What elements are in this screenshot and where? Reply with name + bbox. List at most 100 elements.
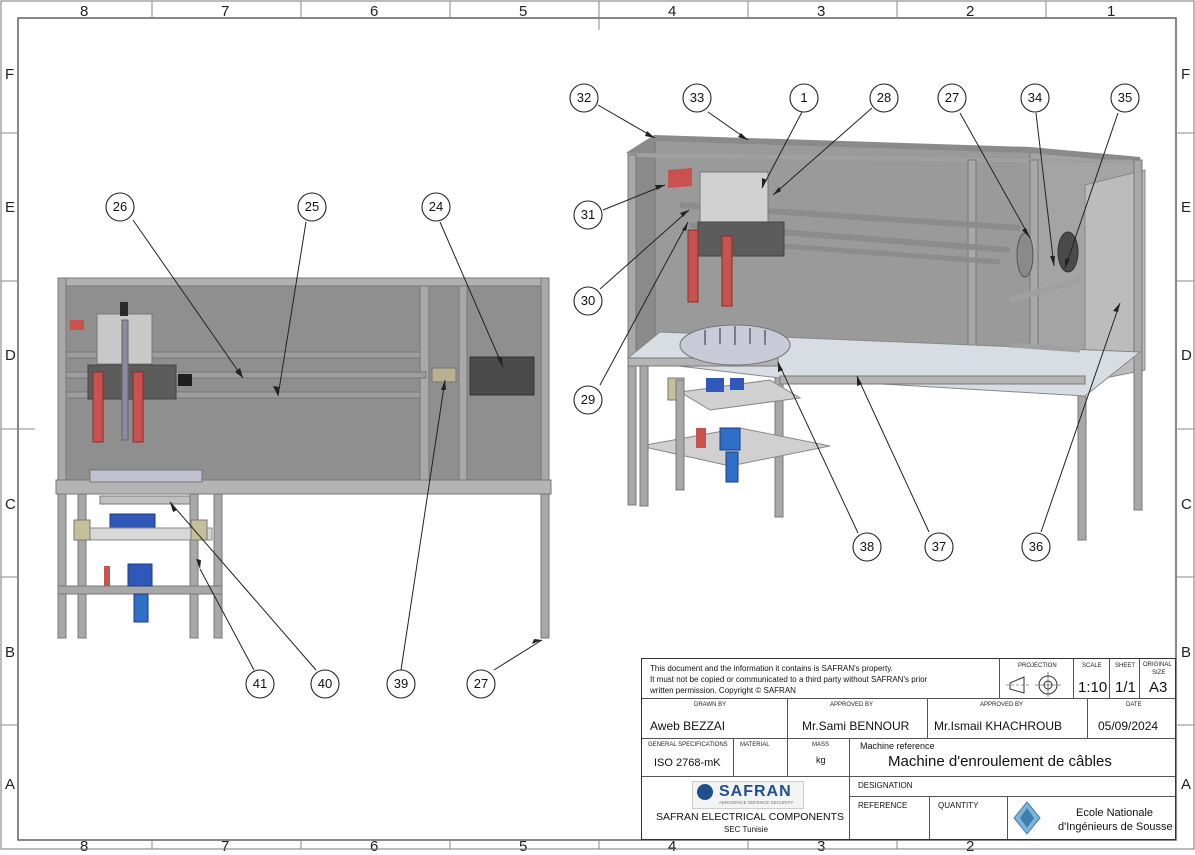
notice-line: It must not be copied or communicated to… <box>650 675 928 684</box>
column-label: 1 <box>1107 3 1116 20</box>
projection-cell: PROJECTION <box>1000 659 1074 699</box>
balloon-26 <box>105 192 135 222</box>
school-cell: Ecole Nationale d'Ingénieurs de Sousse <box>1008 797 1175 839</box>
balloon-27-left <box>466 669 496 699</box>
table-top <box>55 479 552 495</box>
balloon-39 <box>386 669 416 699</box>
balloon-label: 32 <box>576 90 592 105</box>
mass-unit: kg <box>816 755 826 765</box>
row-label: E <box>1181 199 1192 216</box>
balloon-label: 37 <box>931 539 947 554</box>
balloon-label: 27 <box>944 90 960 105</box>
balloon-31 <box>573 200 603 230</box>
red-bracket-left <box>92 371 104 443</box>
balloon-1 <box>789 83 819 113</box>
column-label: 8 <box>80 3 89 20</box>
scale-value: 1:10 <box>1078 679 1108 696</box>
company-name: SAFRAN ELECTRICAL COMPONENTS <box>656 811 845 823</box>
row-label: D <box>1181 347 1192 364</box>
drawn-by-value: Aweb BEZZAI <box>650 719 726 733</box>
balloon-label: 39 <box>393 676 409 691</box>
approved-by-cell-1: APPROVED BY Mr.Sami BENNOUR <box>788 699 928 739</box>
school-line1: Ecole Nationale <box>1076 807 1154 819</box>
company-site: SEC Tunisie <box>724 825 769 834</box>
notice-line: written permission. Copyright © SAFRAN <box>650 686 796 695</box>
balloon-label: 30 <box>580 293 596 308</box>
balloon-30 <box>573 286 603 316</box>
projection-symbol-icon <box>1006 672 1061 697</box>
balloon-41 <box>245 669 275 699</box>
balloon-37 <box>924 532 954 562</box>
date-value: 05/09/2024 <box>1098 719 1159 733</box>
leader-arrowheads <box>170 131 1120 644</box>
balloon-38 <box>852 532 882 562</box>
column-label: 2 <box>966 838 975 855</box>
column-label: 8 <box>80 838 89 855</box>
machine-ref-value: Machine d'enroulement de câbles <box>888 753 1112 770</box>
column-label: 6 <box>370 838 379 855</box>
balloon-label: 35 <box>1117 90 1133 105</box>
balloon-40 <box>310 669 340 699</box>
row-label: B <box>5 644 16 661</box>
balloon-34 <box>1020 83 1050 113</box>
school-logo-icon <box>1013 801 1041 835</box>
original-size-cell: ORIGINAL SIZE A3 <box>1140 659 1175 699</box>
approved-by-value-2: Mr.Ismail KHACHROUB <box>934 719 1063 733</box>
mass-cell: MASS kg <box>788 739 850 777</box>
balloon-label: 31 <box>580 207 596 222</box>
original-size-value: A3 <box>1149 679 1168 696</box>
balloon-label: 27 <box>473 676 489 691</box>
column-label: 5 <box>519 3 528 20</box>
approved-by-cell-2: APPROVED BY Mr.Ismail KHACHROUB <box>928 699 1088 739</box>
balloon-29 <box>573 385 603 415</box>
copyright-notice: This document and the information it con… <box>642 659 1000 699</box>
balloon-label: 34 <box>1027 90 1043 105</box>
quantity-cell: QUANTITY <box>930 797 1008 839</box>
machine-ref-label: Machine reference <box>860 741 935 751</box>
column-label: 4 <box>668 838 677 855</box>
item-balloons <box>105 83 1140 699</box>
approved-by-value-1: Mr.Sami BENNOUR <box>802 719 910 733</box>
column-label: 7 <box>221 3 230 20</box>
balloon-label: 38 <box>859 539 875 554</box>
sheet-cell: SHEET 1/1 <box>1110 659 1140 699</box>
balloon-label: 40 <box>317 676 333 691</box>
column-label: 3 <box>817 838 826 855</box>
balloon-label: 28 <box>876 90 892 105</box>
balloon-33 <box>682 83 712 113</box>
row-label: E <box>5 199 16 216</box>
front-view-machine <box>55 277 552 639</box>
balloon-28 <box>869 83 899 113</box>
balloon-label: 36 <box>1028 539 1044 554</box>
sheet-value: 1/1 <box>1115 679 1136 696</box>
company-cell: SAFRAN AEROSPACE DEFENCE SECURITY SAFRAN… <box>642 777 850 839</box>
row-label: B <box>1181 644 1192 661</box>
scale-cell: SCALE 1:10 <box>1074 659 1110 699</box>
balloon-label: 25 <box>304 199 320 214</box>
notice-line: This document and the information it con… <box>650 664 893 673</box>
balloon-24 <box>421 192 451 222</box>
general-spec-cell: GENERAL SPECIFICATIONS ISO 2768-mK <box>642 739 734 777</box>
date-cell: DATE 05/09/2024 <box>1088 699 1175 739</box>
row-label: A <box>1181 776 1192 793</box>
column-label: 5 <box>519 838 528 855</box>
balloon-27-right <box>937 83 967 113</box>
reference-cell: REFERENCE <box>850 797 930 839</box>
balloon-32 <box>569 83 599 113</box>
row-label: C <box>5 496 16 513</box>
safran-logo-icon <box>697 784 713 800</box>
safran-logo: SAFRAN AEROSPACE DEFENCE SECURITY <box>692 781 804 809</box>
balloon-35 <box>1110 83 1140 113</box>
general-spec-value: ISO 2768-mK <box>654 757 721 769</box>
balloon-label: 1 <box>800 90 808 105</box>
row-label: A <box>5 776 16 793</box>
red-bracket-right <box>132 371 144 443</box>
drawn-by-cell: DRAWN BY Aweb BEZZAI <box>642 699 788 739</box>
balloon-label: 26 <box>112 199 128 214</box>
row-label: C <box>1181 496 1192 513</box>
material-cell: MATERIAL <box>734 739 788 777</box>
column-label: 7 <box>221 838 230 855</box>
